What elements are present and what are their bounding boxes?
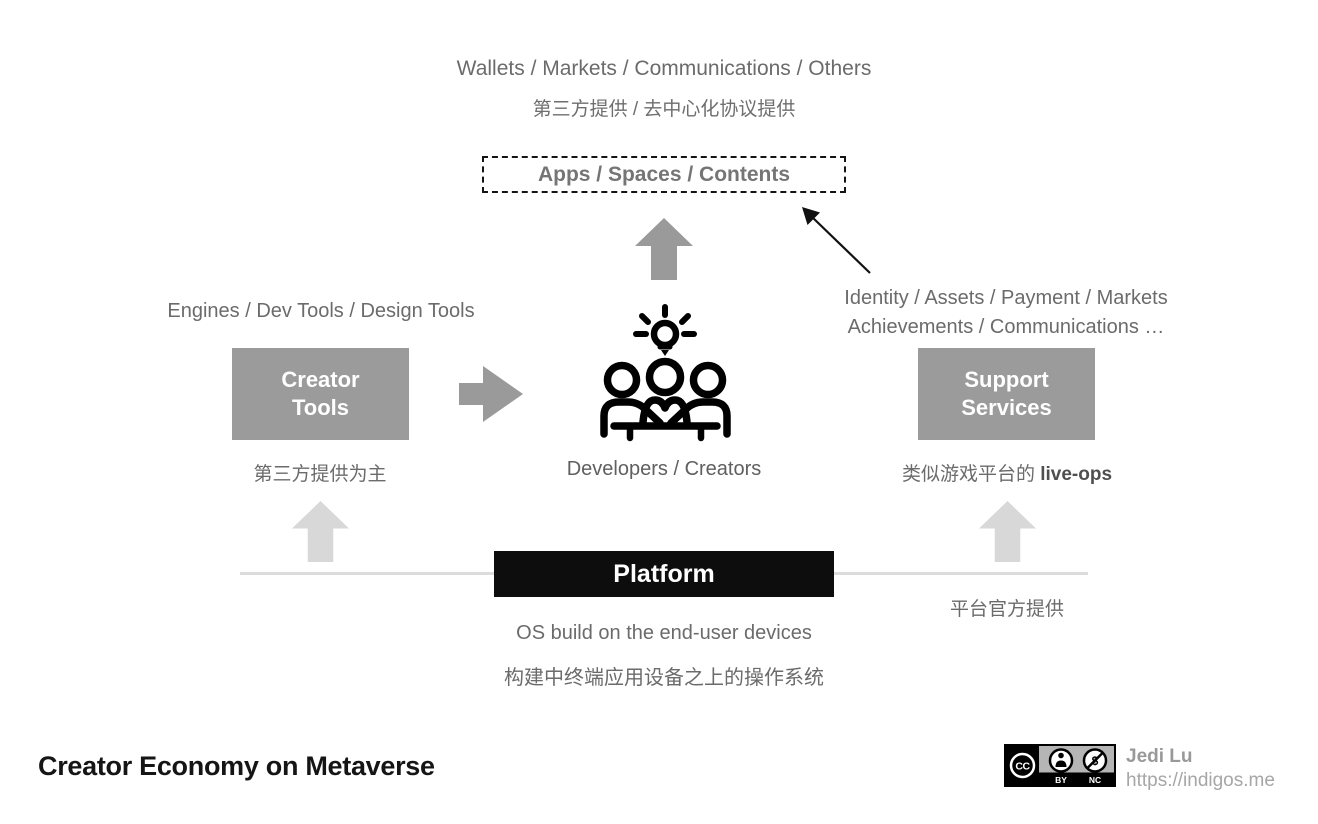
platform-box: Platform — [494, 551, 834, 597]
team-brainstorm-icon — [600, 304, 731, 442]
creator-tools-caption: 第三方提供为主 — [253, 464, 387, 485]
right-arrow-icon — [459, 366, 523, 422]
creator-tools-box-line2: Tools — [291, 395, 350, 420]
support-services-box-line1: Support — [964, 367, 1049, 392]
apps-spaces-contents-label: Apps / Spaces / Contents — [537, 162, 791, 186]
support-services-heading: Identity / Assets / Payment / Markets Ac… — [844, 284, 1167, 342]
support-services-caption-liveops: live-ops — [1040, 464, 1113, 485]
up-arrow-icon — [635, 218, 693, 280]
cc-logo-text: CC — [1015, 761, 1030, 773]
author-name: Jedi Lu — [1126, 746, 1193, 767]
nc-label: NC — [1089, 775, 1101, 785]
diagonal-arrow-icon — [802, 207, 871, 274]
creator-tools-box: Creator Tools — [232, 348, 409, 440]
apps-spaces-contents-box: Apps / Spaces / Contents — [482, 156, 846, 193]
top-providers-heading: Wallets / Markets / Communications / Oth… — [456, 57, 872, 80]
support-services-box-line2: Services — [961, 395, 1052, 420]
up-arrow-light-right-icon — [978, 501, 1037, 562]
support-services-heading-line2: Achievements / Communications … — [847, 316, 1165, 338]
top-providers-heading-zh: 第三方提供 / 去中心化协议提供 — [532, 99, 796, 120]
cc-by-nc-license-badge: CC $ BY NC — [1004, 744, 1116, 787]
creator-tools-heading: Engines / Dev Tools / Design Tools — [167, 300, 475, 322]
by-label: BY — [1055, 775, 1067, 785]
creator-tools-box-line1: Creator — [281, 367, 360, 392]
support-services-heading-line1: Identity / Assets / Payment / Markets — [844, 287, 1168, 309]
support-services-caption-prefix: 类似游戏平台的 — [901, 464, 1041, 485]
platform-official-caption: 平台官方提供 — [949, 599, 1065, 620]
support-services-caption: 类似游戏平台的 live-ops — [902, 459, 1112, 486]
author-website: https://indigos.me — [1126, 770, 1275, 791]
developers-caption: Developers / Creators — [566, 458, 762, 480]
support-services-box: Support Services — [918, 348, 1095, 440]
platform-caption-en: OS build on the end-user devices — [516, 622, 812, 644]
page-title: Creator Economy on Metaverse — [38, 751, 435, 781]
up-arrow-light-left-icon — [291, 501, 350, 562]
platform-caption-zh: 构建中终端应用设备之上的操作系统 — [504, 667, 824, 689]
platform-label: Platform — [613, 559, 715, 588]
